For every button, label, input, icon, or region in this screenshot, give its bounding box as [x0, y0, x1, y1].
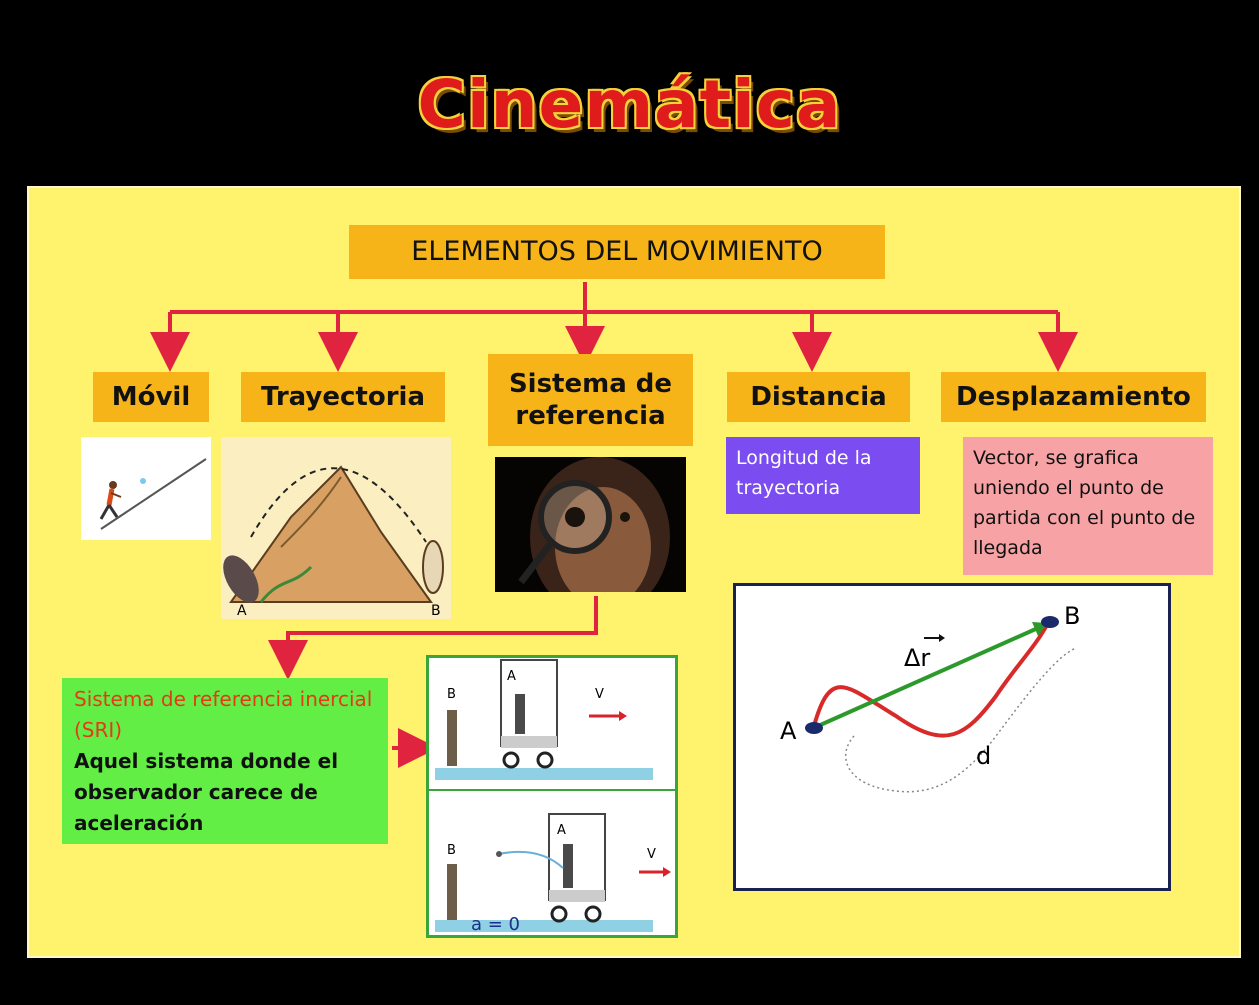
distancia-definition: Longitud de la trayectoria: [726, 437, 920, 514]
movil-label: Móvil: [93, 372, 209, 422]
root-node: ELEMENTOS DEL MOVIMIENTO: [349, 225, 885, 279]
vector-point-b: B: [1064, 602, 1080, 630]
velocity-label-top: V: [595, 687, 604, 702]
sri-definition: Sistema de referencia inercial (SRI) Aqu…: [62, 678, 388, 844]
inertial-frame-illustration: B A V B A V a = 0: [426, 655, 678, 938]
point-a-label: A: [237, 603, 247, 619]
point-b-label: B: [431, 603, 441, 619]
runner-image: [81, 437, 211, 540]
magnifier-photo: [495, 457, 686, 592]
observer-a-label-top: A: [507, 669, 516, 684]
distance-d-label: d: [976, 742, 991, 770]
trajectory-image: A B: [221, 437, 451, 619]
sri-text: Aquel sistema donde el observador carece…: [74, 749, 339, 835]
trayectoria-label: Trayectoria: [241, 372, 445, 422]
desplazamiento-label: Desplazamiento: [941, 372, 1206, 422]
vector-point-a: A: [780, 717, 797, 745]
observer-b-label-top: B: [447, 687, 456, 702]
page-title: Cinemática: [417, 66, 842, 143]
sri-heading: Sistema de referencia inercial (SRI): [74, 687, 373, 742]
observer-b-label-bottom: B: [447, 843, 456, 858]
displacement-vector-figure: A B Δr d: [733, 583, 1171, 891]
desplazamiento-definition: Vector, se grafica uniendo el punto de p…: [963, 437, 1213, 575]
velocity-label-bottom: V: [647, 847, 656, 862]
sistema-referencia-label: Sistema de referencia: [488, 354, 693, 446]
observer-a-label-bottom: A: [557, 823, 566, 838]
acceleration-label: a = 0: [471, 914, 520, 935]
distancia-label: Distancia: [727, 372, 910, 422]
delta-r-label: Δr: [904, 644, 930, 672]
